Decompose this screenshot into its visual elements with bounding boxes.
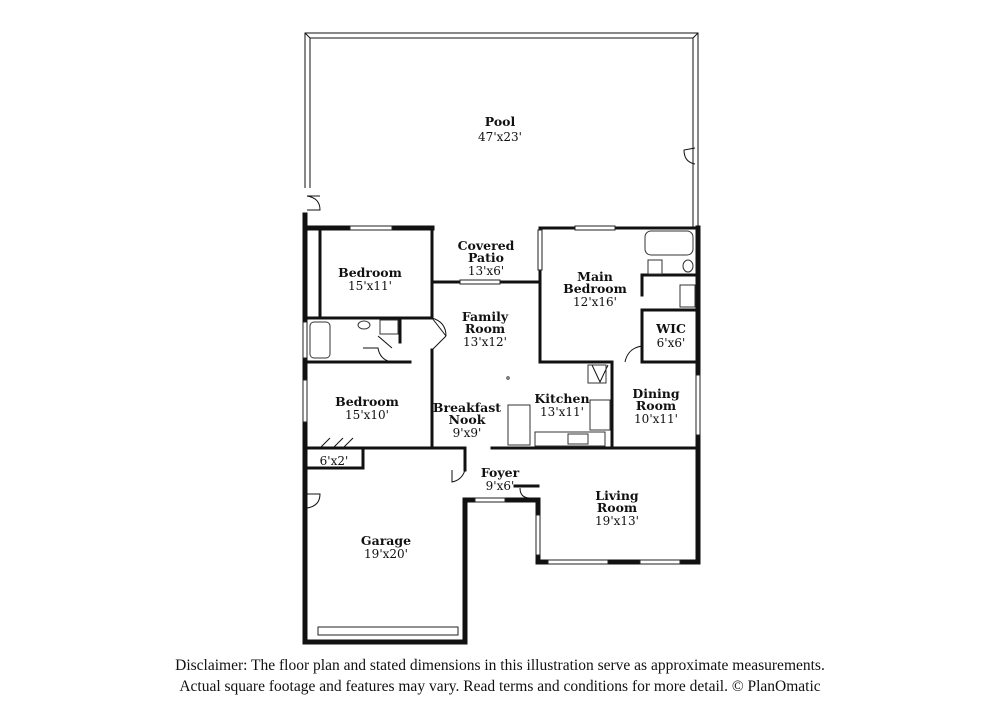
pool-enclosure xyxy=(304,32,699,228)
interior-walls xyxy=(303,226,700,488)
room-dims: 13'x6' xyxy=(468,264,504,278)
room-name: Family xyxy=(462,309,509,324)
room-kitchen: Kitchen 13'x11' xyxy=(534,391,589,419)
room-name: Covered xyxy=(458,238,515,253)
room-name: Pool xyxy=(485,114,516,129)
room-name: Main xyxy=(577,269,613,284)
room-dims: 13'x11' xyxy=(540,405,584,419)
room-name: Breakfast xyxy=(433,400,501,415)
room-name: WIC xyxy=(655,321,686,336)
room-dims: 12'x16' xyxy=(573,295,617,309)
room-name: Nook xyxy=(449,412,486,427)
room-family-room: Family Room 13'x12' xyxy=(462,309,509,349)
room-name: Patio xyxy=(468,250,504,265)
room-pool: Pool 47'x23' xyxy=(478,114,522,144)
room-dims: 6'x6' xyxy=(657,336,686,350)
room-main-bedroom: Main Bedroom 12'x16' xyxy=(563,269,627,309)
room-bedroom-2: Bedroom 15'x10' xyxy=(335,394,399,422)
room-dims: 19'x20' xyxy=(364,547,408,561)
doors xyxy=(306,317,643,509)
disclaimer-line-2: Actual square footage and features may v… xyxy=(179,678,821,695)
room-dims: 19'x13' xyxy=(595,514,639,528)
room-name: Bedroom xyxy=(338,265,402,280)
room-name: Garage xyxy=(361,533,411,548)
room-name: Room xyxy=(465,321,505,336)
disclaimer-line-1: Disclaimer: The floor plan and stated di… xyxy=(175,657,825,674)
room-dims: 9'x6' xyxy=(486,479,515,493)
room-dims: 13'x12' xyxy=(463,335,507,349)
room-dims: 47'x23' xyxy=(478,130,522,144)
room-name: Bedroom xyxy=(335,394,399,409)
windows xyxy=(302,225,701,636)
room-name: Foyer xyxy=(481,465,520,480)
room-living-room: Living Room 19'x13' xyxy=(595,488,639,528)
room-name: Bedroom xyxy=(563,281,627,296)
room-dims: 10'x11' xyxy=(634,412,678,426)
room-name: Room xyxy=(636,398,676,413)
room-garage: Garage 19'x20' xyxy=(361,533,411,561)
room-bedroom-1: Bedroom 15'x11' xyxy=(338,265,402,293)
room-foyer: Foyer 9'x6' xyxy=(481,465,520,493)
room-name: Kitchen xyxy=(534,391,589,406)
room-dining-room: Dining Room 10'x11' xyxy=(632,386,680,426)
room-dims: 9'x9' xyxy=(453,426,482,440)
room-wic: WIC 6'x6' xyxy=(655,321,686,350)
room-name: Dining xyxy=(632,386,680,401)
room-breakfast-nook: Breakfast Nook 9'x9' xyxy=(433,400,501,440)
room-dims: 6'x2' xyxy=(320,454,349,468)
room-dims: 15'x11' xyxy=(348,279,392,293)
room-name: Living xyxy=(595,488,639,503)
disclaimer: Disclaimer: The floor plan and stated di… xyxy=(0,655,1000,697)
fixtures xyxy=(309,230,696,447)
room-covered-patio: Covered Patio 13'x6' xyxy=(458,238,515,278)
room-name: Room xyxy=(597,500,637,515)
room-closet: 6'x2' xyxy=(320,454,349,468)
room-dims: 15'x10' xyxy=(345,408,389,422)
floor-plan: Pool 47'x23' Covered Patio 13'x6' Bedroo… xyxy=(302,32,701,645)
room-labels: Pool 47'x23' Covered Patio 13'x6' Bedroo… xyxy=(320,114,686,561)
